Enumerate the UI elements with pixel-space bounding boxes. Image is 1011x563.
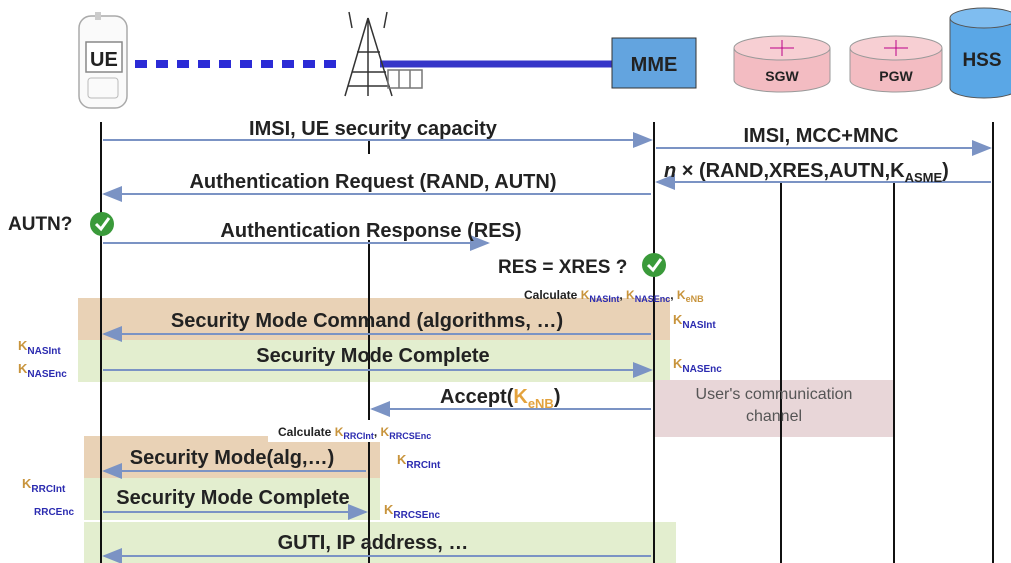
calc-rrc-keys: Calculate KRRCInt, KRRCSEnc bbox=[278, 425, 431, 441]
band-security-mode-complete bbox=[78, 340, 670, 382]
key-enb-rrcsenc: KRRCSEnc bbox=[384, 502, 441, 521]
tower-icon bbox=[344, 11, 423, 97]
msg-auth-vectors-main: × (RAND,XRES,AUTN,K bbox=[676, 160, 905, 182]
ue-label: UE bbox=[90, 49, 118, 71]
phone-icon bbox=[78, 12, 128, 109]
msg-auth-vectors-close: ) bbox=[942, 160, 949, 182]
msg-auth-vectors: n × (RAND,XRES,AUTN,KASME) bbox=[664, 160, 949, 185]
sgw-cylinder bbox=[733, 35, 831, 93]
msg-accept-sub: eNB bbox=[528, 396, 554, 411]
msg-auth-response: Authentication Response (RES) bbox=[220, 220, 521, 242]
msg-security-mode-complete: Security Mode Complete bbox=[256, 345, 489, 367]
msg-imsi-mcc-mnc: IMSI, MCC+MNC bbox=[744, 125, 899, 147]
msg-rrc-security-mode: Security Mode(alg,…) bbox=[130, 447, 334, 469]
key-mme-nasint: KNASInt bbox=[673, 312, 716, 331]
user-channel-label: User's communication channel bbox=[695, 386, 853, 425]
calc-nas-k3-sub: eNB bbox=[686, 294, 705, 304]
key-mme-nasenc: KNASEnc bbox=[673, 356, 722, 375]
msg-security-mode-command: Security Mode Command (algorithms, …) bbox=[171, 310, 563, 332]
autn-check-label: AUTN? bbox=[8, 214, 72, 235]
calc-nas-k1: K bbox=[581, 288, 590, 302]
msg-auth-vectors-n: n bbox=[664, 160, 676, 182]
calc-rrc-k1: K bbox=[335, 425, 344, 439]
key-ue-rrcint: KRRCInt bbox=[22, 476, 66, 495]
key-ue-nasenc: KNASEnc bbox=[18, 361, 67, 380]
calc-nas-prefix: Calculate bbox=[524, 288, 578, 302]
msg-accept-pre: Accept( bbox=[440, 386, 514, 408]
msg-imsi-capacity: IMSI, UE security capacity bbox=[249, 118, 498, 140]
sgw-label: SGW bbox=[765, 68, 799, 84]
msg-accept-post: ) bbox=[554, 386, 561, 408]
hss-label: HSS bbox=[962, 50, 1001, 71]
msg-accept-k: K bbox=[513, 386, 528, 408]
key-ue-rrcenc: RRCEnc bbox=[34, 507, 74, 518]
calc-nas-k3: K bbox=[677, 288, 686, 302]
mme-label: MME bbox=[631, 54, 678, 76]
msg-auth-request: Authentication Request (RAND, AUTN) bbox=[189, 171, 556, 193]
msg-accept: Accept(KeNB) bbox=[440, 386, 561, 411]
user-channel-box bbox=[654, 380, 894, 437]
calc-rrc-prefix: Calculate bbox=[278, 425, 332, 439]
calc-nas-keys: Calculate KNASInt, KNASEnc, KeNB bbox=[524, 288, 704, 304]
msg-guti: GUTI, IP address, … bbox=[278, 532, 469, 554]
msg-auth-vectors-sub: ASME bbox=[905, 170, 943, 185]
check-icon-autn bbox=[90, 212, 114, 236]
res-check-label: RES = XRES ? bbox=[498, 257, 627, 278]
msg-rrc-security-complete: Security Mode Complete bbox=[116, 487, 349, 509]
calc-nas-k2-sub: NASEnc bbox=[635, 294, 671, 304]
check-icon-res bbox=[642, 253, 666, 277]
mme-box bbox=[611, 37, 697, 89]
calc-nas-k1-sub: NASInt bbox=[589, 294, 619, 304]
key-enb-rrcint: KRRCInt bbox=[397, 452, 441, 471]
hss-cylinder bbox=[949, 7, 1011, 99]
calc-nas-k2: K bbox=[626, 288, 635, 302]
calc-rrc-k1-sub: RRCInt bbox=[343, 431, 374, 441]
key-ue-nasint: KNASInt bbox=[18, 338, 61, 357]
calc-rrc-k2: K bbox=[381, 425, 390, 439]
pgw-label: PGW bbox=[879, 68, 913, 84]
calc-rrc-bg bbox=[268, 420, 468, 442]
pgw-cylinder bbox=[849, 35, 943, 93]
calc-rrc-k2-sub: RRCSEnc bbox=[389, 431, 431, 441]
